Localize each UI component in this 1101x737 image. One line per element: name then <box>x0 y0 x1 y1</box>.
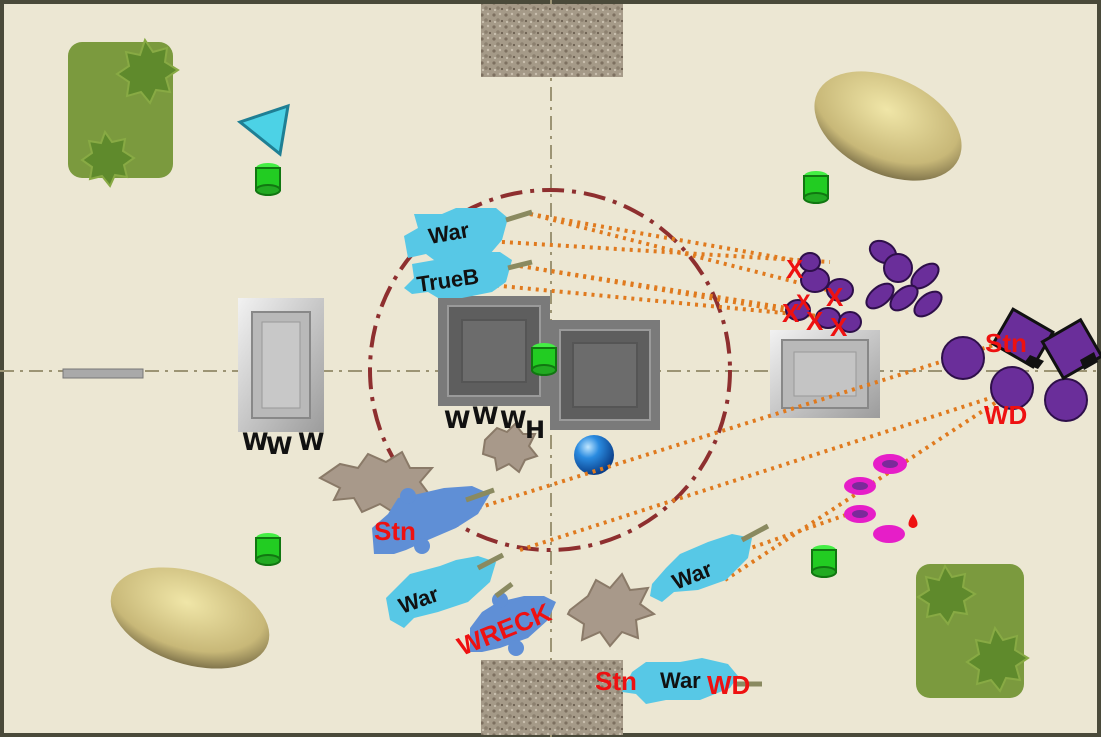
objective-marker <box>803 171 829 204</box>
unit-stunned-left[interactable] <box>372 486 495 554</box>
ball-icon[interactable] <box>574 435 614 475</box>
rock-top-right <box>814 71 962 181</box>
debris-center <box>481 422 539 474</box>
unit-war-bottom-right[interactable]: War <box>650 523 770 602</box>
objective-marker <box>255 163 281 196</box>
unit-war-bottom-center[interactable]: War <box>622 658 762 704</box>
building-left <box>238 298 324 432</box>
enemy-hit-marks: X X X X X X <box>782 254 848 342</box>
fire-lines <box>439 212 1032 582</box>
objective-marker <box>255 533 281 566</box>
unit-war-top[interactable]: War <box>404 208 533 260</box>
forest-top-left <box>68 37 180 188</box>
svg-text:X: X <box>796 290 811 315</box>
svg-text:W: W <box>298 428 324 456</box>
status-stn-bottom: Stn <box>595 666 637 696</box>
svg-text:X: X <box>782 298 800 328</box>
gravel-zone-top <box>481 4 623 77</box>
svg-text:W: W <box>266 432 292 460</box>
status-wd-bottom: WD <box>707 670 750 700</box>
objective-marker <box>531 343 557 376</box>
pink-markers <box>844 454 918 543</box>
svg-text:X: X <box>826 282 844 312</box>
svg-text:W: W <box>500 406 526 434</box>
svg-text:W: W <box>242 428 268 456</box>
svg-text:W: W <box>444 406 470 434</box>
building-center-right <box>550 320 660 430</box>
status-wd-right: WD <box>984 400 1027 430</box>
gravel-zone-bottom <box>481 660 623 735</box>
building-center-left <box>438 296 550 406</box>
unit-war-bottom-left[interactable]: War <box>386 552 505 628</box>
svg-text:X: X <box>806 306 824 336</box>
objective-marker <box>811 545 837 578</box>
forest-bottom-right <box>916 563 1030 698</box>
barrier-left <box>62 368 144 379</box>
svg-text:H: H <box>525 416 545 444</box>
unit-wrecked[interactable] <box>470 582 556 656</box>
svg-text:W: W <box>472 402 498 430</box>
rock-bottom-left <box>110 567 270 669</box>
building-right <box>770 330 880 418</box>
enemy-squad-upper[interactable] <box>785 236 946 333</box>
wound-tokens-left: W W W <box>242 428 324 460</box>
svg-text:X: X <box>786 254 804 284</box>
status-stn-left: Stn <box>374 516 416 546</box>
unit-war-bottom-center-label: War <box>660 668 701 693</box>
wound-tokens-center: W W W H <box>444 402 545 444</box>
triangle-icon[interactable] <box>236 103 290 157</box>
enemy-vehicles-right[interactable] <box>941 307 1101 422</box>
debris-bottom <box>566 572 657 648</box>
score-zone-circle <box>368 188 732 552</box>
svg-text:X: X <box>830 312 848 342</box>
status-stn-right: Stn <box>985 328 1027 358</box>
unit-trueb[interactable]: TrueB <box>404 252 533 298</box>
